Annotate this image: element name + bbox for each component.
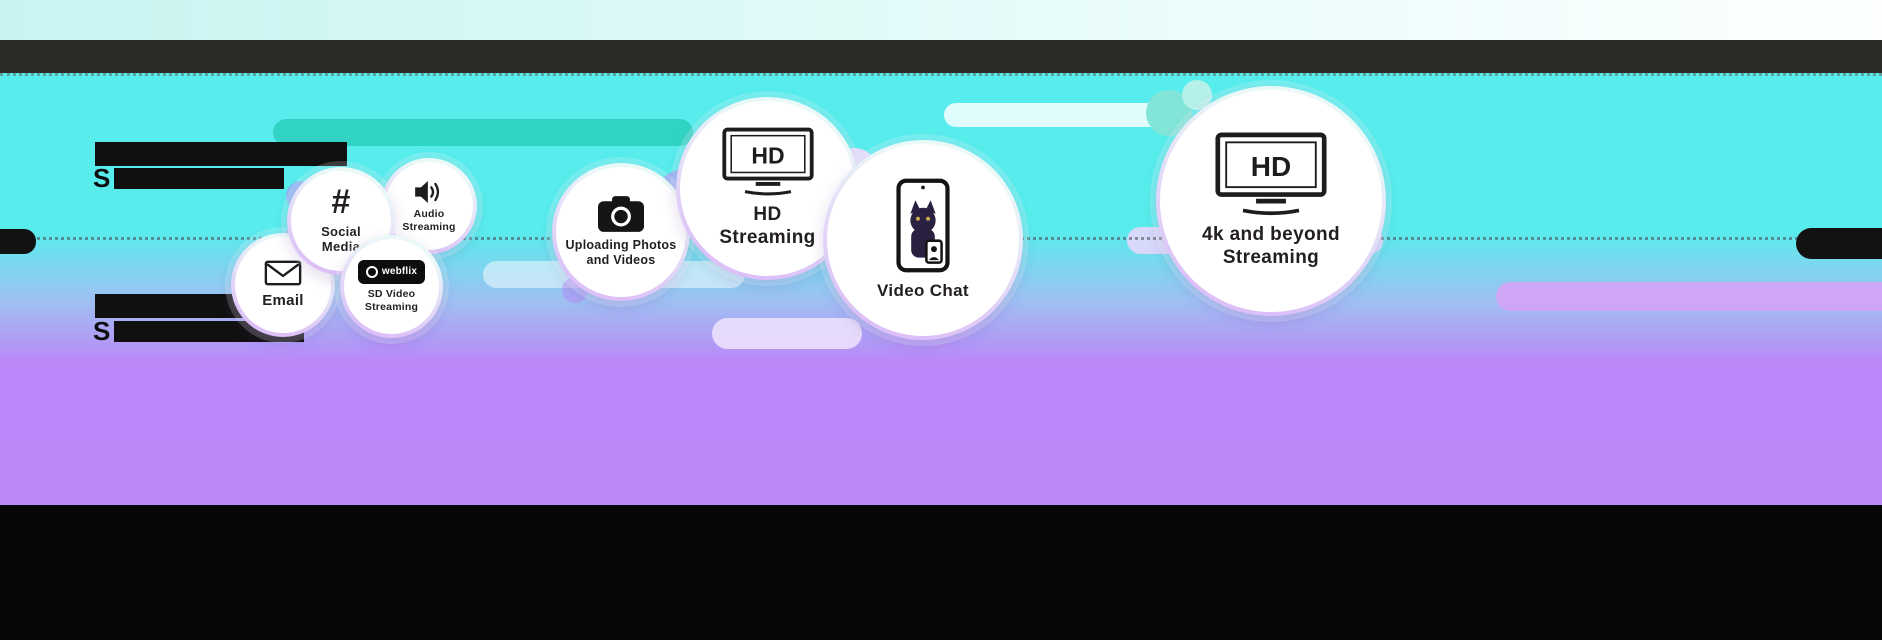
hashtag-icon: # (331, 183, 351, 222)
redacted-text-bar (114, 168, 284, 189)
redacted-text-bar (95, 142, 347, 166)
webflix-badge-icon: webflix (357, 259, 426, 284)
bubble-label: 4k and beyond Streaming (1202, 224, 1340, 268)
smartphone-cat-icon (896, 178, 950, 273)
bubble-hd-streaming: HD HD Streaming (676, 97, 859, 280)
cloud-pill (712, 318, 862, 349)
bubble-label: HD Streaming (719, 204, 816, 248)
webflix-badge-label: webflix (381, 266, 418, 278)
cloud-pill (1496, 282, 1882, 311)
tv-logo-text: HD (1251, 151, 1291, 182)
bubble-label: Email (262, 292, 304, 309)
tier-marker-bar (1796, 228, 1882, 259)
bubble-audio-streaming: Audio Streaming (381, 158, 477, 254)
bubble-label: SD Video Streaming (364, 287, 419, 313)
tier-marker-bar (0, 229, 36, 254)
top-strip (0, 0, 1882, 40)
bottom-black-bar (0, 505, 1882, 640)
bubble-4k-streaming: HD 4k and beyond Streaming (1156, 86, 1386, 316)
bubble-label: Audio Streaming (402, 207, 456, 233)
tv-4k-icon: HD (1215, 132, 1327, 216)
cloud-pill (273, 119, 693, 146)
record-dot-icon (365, 265, 378, 278)
bubble-uploading-photos-videos: Uploading Photos and Videos (552, 163, 690, 301)
tv-hd-icon: HD (721, 127, 814, 196)
camera-icon (598, 196, 644, 232)
cloud-pill (944, 103, 1177, 127)
top-dark-bar (0, 40, 1882, 73)
bubble-label: Uploading Photos and Videos (565, 238, 677, 267)
tier1-text-fragment: S (93, 163, 111, 193)
envelope-icon (264, 260, 302, 286)
tv-logo-text: HD (751, 142, 784, 168)
bubble-sd-video-streaming: webflix SD Video Streaming (340, 235, 443, 338)
bubble-label: Social Media (321, 223, 361, 255)
bubble-label: Video Chat (877, 281, 969, 301)
bubble-video-chat: Video Chat (823, 140, 1023, 340)
tier2-text-fragment: S (93, 316, 111, 346)
dotted-guideline-top (0, 73, 1882, 76)
speaker-icon (415, 180, 440, 203)
